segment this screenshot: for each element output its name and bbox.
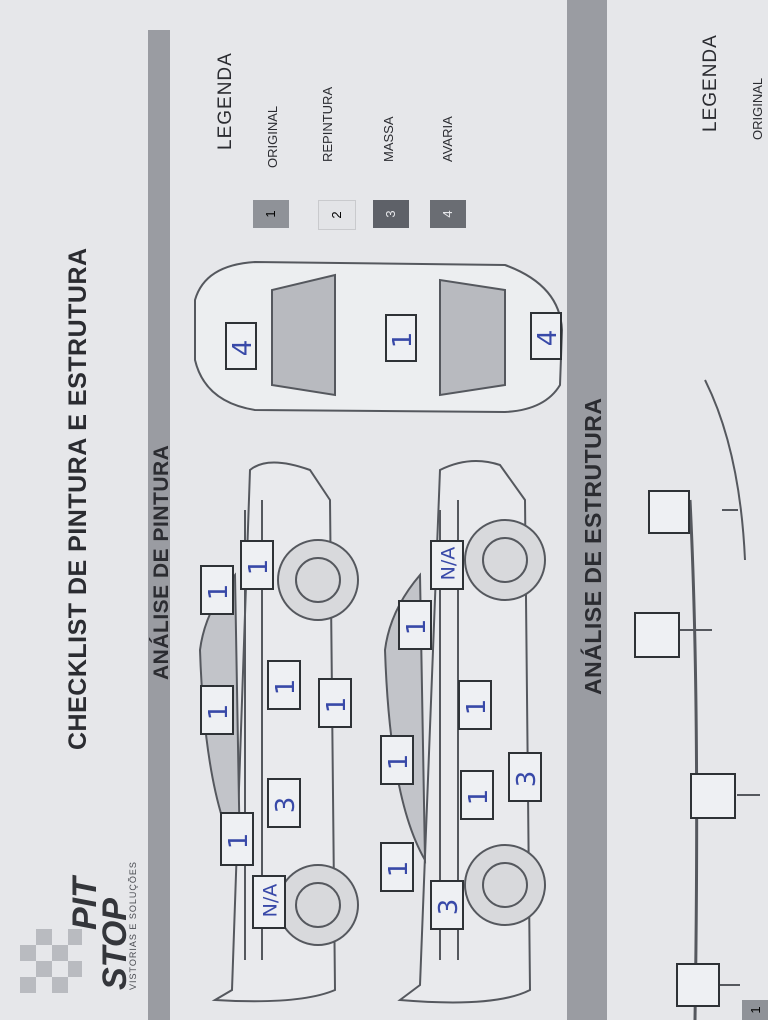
legend-chip-avaria: 4 [430, 200, 466, 228]
mark-box: N/A [252, 875, 286, 929]
structure-check-box[interactable] [634, 612, 680, 658]
mark-box: 3 [508, 752, 542, 802]
mark-box: 1 [200, 565, 234, 615]
paint-section-bar [148, 30, 170, 1020]
legend2-chip-original: 1 [742, 1000, 768, 1020]
mark-box: 1 [220, 812, 254, 866]
mark-box: 1 [318, 678, 352, 728]
structure-section-bar [567, 0, 607, 1020]
mark-box: 4 [530, 312, 563, 360]
legend2-label-original: ORIGINAL [750, 77, 765, 140]
mark-box: 1 [240, 540, 274, 590]
mark-box: 4 [225, 322, 258, 370]
mark-box: 3 [267, 778, 301, 828]
legend2-title: LEGENDA [700, 34, 721, 132]
legend-label-repintura: REPINTURA [320, 86, 335, 162]
mark-box: 1 [458, 680, 492, 730]
legend-label-massa: MASSA [381, 116, 396, 162]
mark-box: 1 [398, 600, 432, 650]
legend-chip-original: 1 [253, 200, 289, 228]
legend-label-avaria: AVARIA [440, 116, 455, 162]
legend-title: LEGENDA [215, 52, 236, 150]
structure-check-box[interactable] [690, 773, 736, 819]
mark-box: 3 [430, 880, 464, 930]
structure-check-box[interactable] [648, 490, 690, 534]
mark-box: 1 [460, 770, 494, 820]
mark-box: 1 [385, 314, 418, 362]
mark-box: N/A [430, 540, 464, 590]
mark-box: 1 [380, 735, 414, 785]
legend-chip-repintura: 2 [318, 200, 356, 230]
mark-box: 1 [267, 660, 301, 710]
mark-box: 1 [380, 842, 414, 892]
mark-box: 1 [200, 685, 234, 735]
legend-chip-massa: 3 [373, 200, 409, 228]
legend-label-original: ORIGINAL [265, 105, 280, 168]
structure-check-box[interactable] [676, 963, 720, 1007]
